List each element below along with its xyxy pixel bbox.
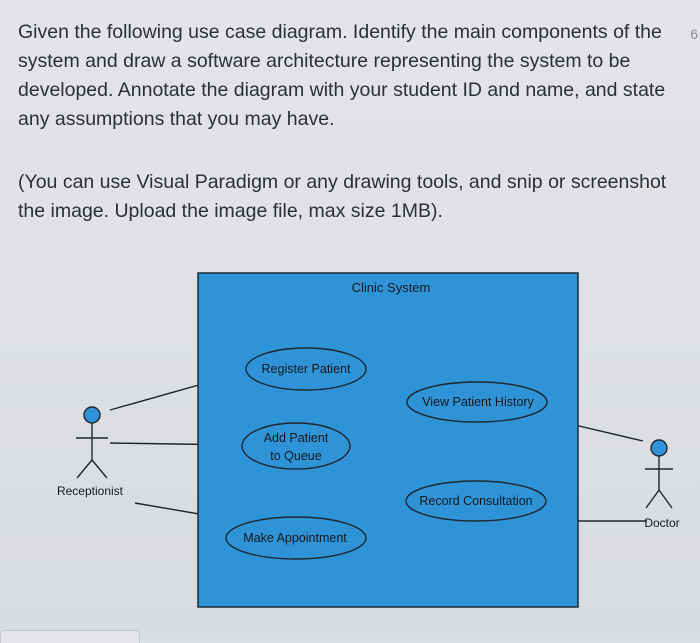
instruction-note: (You can use Visual Paradigm or any draw…: [18, 171, 667, 222]
use-case-label: Make Appointment: [243, 531, 347, 545]
truncated-edge-char: 6: [690, 26, 698, 42]
actor-left-leg: [76, 459, 93, 479]
use-case-label-line1: Add Patient: [264, 431, 329, 445]
use-case-record-consultation: Record Consultation: [405, 480, 547, 522]
use-case-make-appointment: Make Appointment: [225, 516, 367, 560]
actor-label: Doctor: [644, 516, 679, 530]
use-case-label: View Patient History: [422, 395, 534, 409]
use-case-label-line2: to Queue: [270, 449, 321, 463]
actor-receptionist: [76, 406, 108, 479]
use-case-label: Record Consultation: [419, 494, 532, 508]
use-case-view-patient-history: View Patient History: [406, 381, 548, 423]
actor-head: [83, 406, 101, 424]
actor-left-leg: [645, 489, 660, 509]
use-case-label: Register Patient: [262, 362, 351, 376]
actor-head: [650, 439, 668, 457]
bottom-panel-tab: [0, 630, 140, 643]
actor-label: Receptionist: [57, 484, 124, 498]
use-case-register-patient: Register Patient: [245, 347, 367, 391]
use-case-add-patient-to-queue: Add Patient to Queue: [241, 422, 351, 470]
actor-right-leg: [658, 489, 673, 509]
system-name: Clinic System: [352, 280, 431, 295]
actor-doctor: [645, 439, 673, 509]
question-text: Given the following use case diagram. Id…: [18, 21, 666, 130]
actor-right-leg: [91, 459, 108, 479]
